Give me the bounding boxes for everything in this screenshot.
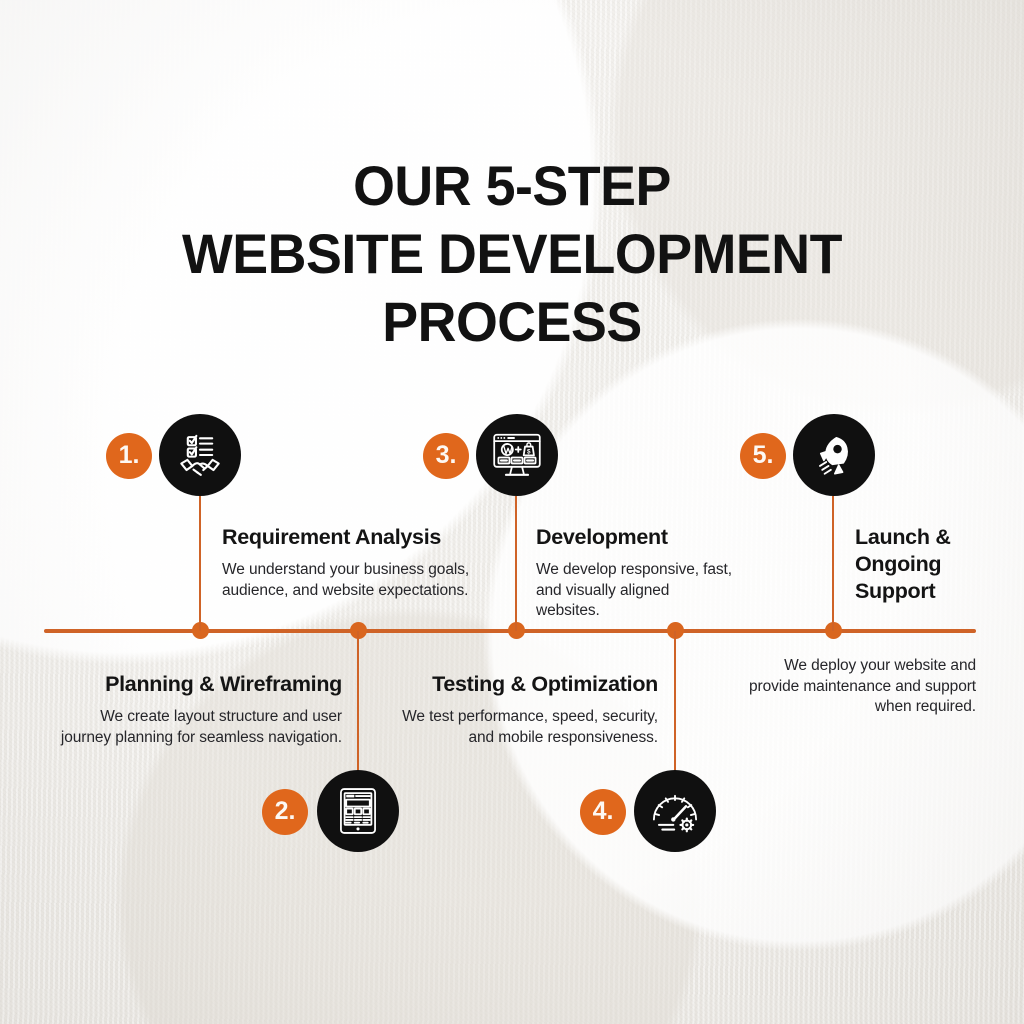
step-badge-2[interactable]: 2. bbox=[262, 789, 308, 835]
step-number-2: 2. bbox=[274, 796, 296, 825]
step-text-1: Requirement Analysis We understand your … bbox=[222, 524, 484, 601]
step-title-5: Launch & Ongoing Support bbox=[855, 525, 951, 603]
connector-step-3 bbox=[514, 496, 518, 631]
step-badge-1[interactable]: 1. bbox=[106, 433, 152, 479]
connector-step-4 bbox=[673, 631, 677, 771]
step-icon-circle-2[interactable] bbox=[317, 770, 399, 852]
step-number-1: 1. bbox=[118, 440, 140, 469]
page-title-line-2: WEBSITE DEVELOPMENT bbox=[182, 222, 842, 285]
step-description-5: We deploy your website and provide maint… bbox=[749, 657, 976, 715]
step-description-3: We develop responsive, fast, and visuall… bbox=[536, 561, 732, 619]
page-title-line-3: PROCESS bbox=[382, 290, 642, 353]
connector-step-1 bbox=[198, 496, 202, 631]
handshake-checklist-icon bbox=[174, 429, 226, 481]
step-icon-circle-1[interactable] bbox=[159, 414, 241, 496]
page-title-line-1: OUR 5-STEP bbox=[353, 154, 671, 217]
step-description-4: We test performance, speed, security, an… bbox=[402, 708, 658, 746]
step-title-block-5: Launch & Ongoing Support bbox=[855, 524, 980, 614]
step-text-3: Development We develop responsive, fast,… bbox=[536, 524, 736, 622]
timeline-node-4 bbox=[666, 622, 684, 639]
step-title-1: Requirement Analysis bbox=[222, 525, 442, 549]
step-badge-4[interactable]: 4. bbox=[580, 789, 626, 835]
step-number-5: 5. bbox=[752, 440, 774, 469]
step-number-4: 4. bbox=[592, 796, 614, 825]
step-title-2: Planning & Wireframing bbox=[105, 672, 342, 696]
page-title: OUR 5-STEP WEBSITE DEVELOPMENT PROCESS bbox=[20, 152, 1003, 356]
timeline-node-2 bbox=[349, 622, 367, 639]
tablet-wireframe-icon bbox=[332, 785, 384, 837]
connector-step-5 bbox=[831, 496, 835, 631]
svg-text:$: $ bbox=[527, 448, 531, 455]
step-badge-3[interactable]: 3. bbox=[423, 433, 469, 479]
step-description-1: We understand your business goals, audie… bbox=[222, 561, 470, 599]
step-badge-5[interactable]: 5. bbox=[740, 433, 786, 479]
step-icon-circle-3[interactable]: $ bbox=[476, 414, 558, 496]
speedometer-gear-icon bbox=[648, 784, 702, 838]
step-number-3: 3. bbox=[435, 440, 457, 469]
step-title-3: Development bbox=[536, 525, 668, 549]
step-description-block-5: We deploy your website and provide maint… bbox=[744, 656, 976, 718]
monitor-wordpress-shop-icon: $ bbox=[490, 428, 544, 482]
connector-step-2 bbox=[356, 631, 360, 771]
step-text-2: Planning & Wireframing We create layout … bbox=[56, 671, 342, 748]
step-description-2: We create layout structure and user jour… bbox=[60, 708, 342, 746]
step-text-4: Testing & Optimization We test performan… bbox=[392, 671, 658, 748]
step-icon-circle-4[interactable] bbox=[634, 770, 716, 852]
step-icon-circle-5[interactable] bbox=[793, 414, 875, 496]
rocket-icon bbox=[809, 430, 859, 480]
step-title-4: Testing & Optimization bbox=[432, 672, 658, 696]
